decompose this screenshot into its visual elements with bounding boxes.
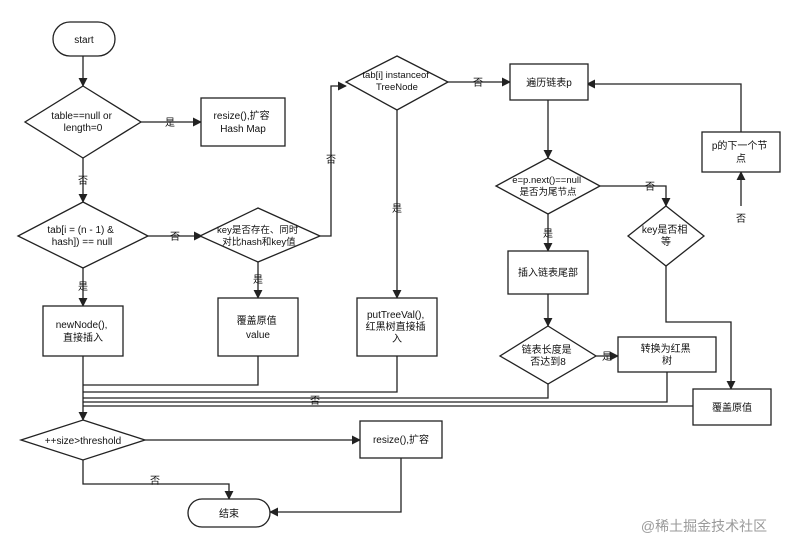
- new-node-label: newNode(), 直接插入: [56, 320, 110, 344]
- key-exists-diamond: [198, 207, 322, 263]
- label-no-table-bucket: 否: [78, 175, 88, 187]
- end-label: 结束: [219, 507, 239, 520]
- put-tree-val-box: [356, 297, 438, 357]
- resize-init-box: [200, 97, 286, 147]
- edge-key-exists-to-tree-check: [320, 81, 347, 237]
- watermark: @稀土掘金技术社区: [641, 518, 767, 534]
- nodes: [16, 21, 781, 528]
- bucket-check-label: tab[i = (n - 1) & hash]) == null: [47, 225, 116, 248]
- overwrite-value-box: [217, 297, 299, 357]
- label-no-tail-keyequal: 否: [645, 181, 655, 193]
- start-label: start: [74, 35, 94, 46]
- label-yes-tail-insert: 是: [543, 228, 553, 240]
- next-node-box: [701, 131, 781, 173]
- key-equal-label: key是否相 等: [642, 223, 690, 248]
- bucket-check-diamond: [16, 201, 150, 269]
- overwrite-box: [692, 388, 772, 426]
- label-no-keyequal-next: 否: [736, 213, 746, 225]
- edge-to-tree-merge: [83, 372, 668, 403]
- edge-size-check-to-end: [82, 460, 234, 500]
- to-tree-box: [617, 336, 717, 373]
- edge-next-node-to-traverse: [586, 79, 742, 132]
- table-check-diamond: [23, 85, 143, 159]
- label-yes-key-overwrite: 是: [253, 274, 263, 286]
- edge-resize-to-end: [269, 458, 402, 517]
- size-check-diamond: [18, 419, 148, 461]
- resize-label: resize(),扩容: [373, 433, 429, 446]
- resize-init-label: resize(),扩容 Hash Map: [214, 109, 273, 135]
- edge-overwrite-value-merge: [83, 356, 259, 386]
- edge-put-tree-val-merge: [83, 356, 398, 393]
- size-check-label: ++size>threshold: [45, 436, 121, 447]
- resize-box: [359, 420, 443, 459]
- insert-tail-label: 插入链表尾部: [518, 266, 578, 279]
- label-yes-table-resize: 是: [165, 117, 175, 129]
- is-tail-diamond: [494, 157, 602, 215]
- insert-tail-box: [507, 250, 589, 295]
- label-no-size-end: 否: [150, 475, 160, 487]
- put-tree-val-label: putTreeVal(), 红黑树直接插 入: [366, 310, 429, 345]
- next-node-label: p的下一个节 点: [712, 139, 770, 165]
- edge-is-tail-to-key-equal: [600, 185, 671, 207]
- label-yes-tree-puttree: 是: [392, 203, 402, 215]
- label-yes-length-totree: 是: [602, 351, 612, 363]
- table-check-label: table==null or length=0: [51, 111, 114, 134]
- label-no-tree-traverse: 否: [473, 77, 483, 89]
- key-equal-diamond: [626, 205, 706, 267]
- tree-check-diamond: [344, 55, 450, 111]
- node-labels: start table==null or length=0 resize(),扩…: [45, 35, 770, 520]
- new-node-box: [42, 305, 124, 357]
- tree-check-label: tab[i] instanceof TreeNode: [362, 70, 431, 93]
- label-no-key-tree: 否: [326, 154, 336, 166]
- label-yes-bucket-newnode: 是: [78, 281, 88, 293]
- label-no-merge: 否: [310, 395, 320, 407]
- label-no-bucket-key: 否: [170, 231, 180, 243]
- to-tree-label: 转换为红黑 树: [641, 342, 694, 367]
- edges: [78, 56, 746, 517]
- edge-key-equal-to-overwrite: [665, 266, 736, 390]
- overwrite-label: 覆盖原值: [712, 401, 752, 414]
- overwrite-value-label: 覆盖原值 value: [237, 314, 280, 341]
- length-check-diamond: [498, 325, 598, 385]
- is-tail-label: e=p.next()==null 是否为尾节点: [512, 175, 584, 198]
- traverse-list-box: [509, 63, 589, 101]
- length-check-label: 链表长度是 否达到8: [522, 343, 575, 368]
- edge-length-check-no-merge: [83, 384, 549, 399]
- traverse-list-label: 遍历链表p: [526, 76, 572, 89]
- edge-labels: 是 否 否 是 否 是 否 是 否 是 是 否 否 否: [78, 77, 746, 487]
- key-exists-label: key是否存在、同时 对比hash和key值: [217, 224, 301, 248]
- end-terminal: [187, 498, 271, 528]
- start-terminal: [52, 21, 116, 57]
